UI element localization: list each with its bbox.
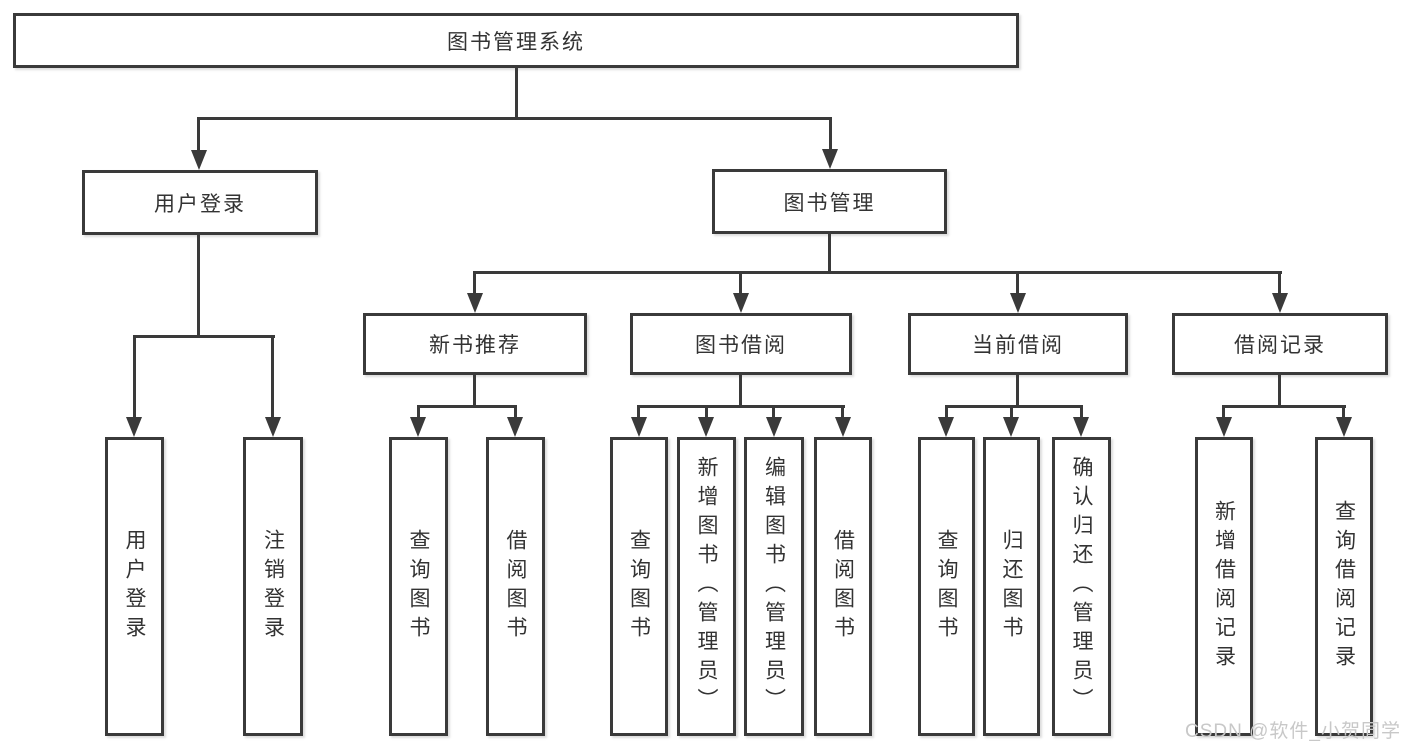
arrow-down-icon xyxy=(822,149,838,169)
arrow-down-icon xyxy=(938,417,954,437)
connector-drop xyxy=(514,405,517,420)
node-book-management: 图书管理 xyxy=(712,169,947,234)
connector-stem xyxy=(1278,373,1281,408)
connector-drop xyxy=(829,117,832,153)
connector-user-login-branch xyxy=(133,335,275,338)
connector-book-mgmt-stem xyxy=(828,232,831,274)
leaf-label: 归还图书 xyxy=(1000,528,1023,645)
connector-drop xyxy=(945,405,948,420)
connector-root-stem xyxy=(515,66,518,120)
node-user-login: 用户登录 xyxy=(82,170,318,235)
leaf-label: 确认归还（管理员） xyxy=(1070,456,1093,717)
node-label: 图书管理系统 xyxy=(447,30,585,54)
leaf-label: 查询图书 xyxy=(407,528,430,645)
leaf-label: 用户登录 xyxy=(123,528,146,645)
connector-drop xyxy=(133,335,136,419)
connector-drop xyxy=(841,405,844,420)
arrow-down-icon xyxy=(733,293,749,313)
connector-drop xyxy=(772,405,775,420)
connector-user-login-stem xyxy=(197,233,200,337)
node-label: 新书推荐 xyxy=(429,334,521,357)
node-book-borrow: 图书借阅 xyxy=(630,313,852,375)
connector-drop xyxy=(1016,271,1019,297)
connector-drop xyxy=(1080,405,1083,420)
leaf-label: 注销登录 xyxy=(261,528,285,645)
connector-drop xyxy=(739,271,742,297)
leaf-label: 新增图书（管理员） xyxy=(695,456,718,717)
leaf-return-book: 归还图书 xyxy=(983,437,1040,736)
node-current-borrow: 当前借阅 xyxy=(908,313,1128,375)
connector-branch xyxy=(417,405,517,408)
arrow-down-icon xyxy=(698,417,714,437)
leaf-query-book-recommend: 查询图书 xyxy=(389,437,448,736)
connector-stem xyxy=(1016,373,1019,408)
arrow-down-icon xyxy=(631,417,647,437)
leaf-label: 借阅图书 xyxy=(831,528,855,645)
arrow-down-icon xyxy=(1336,417,1352,437)
arrow-down-icon xyxy=(835,417,851,437)
watermark-text: CSDN @软件_小贺同学 xyxy=(1185,721,1401,742)
arrow-down-icon xyxy=(507,417,523,437)
connector-branch xyxy=(945,405,1083,408)
leaf-query-borrow-record: 查询借阅记录 xyxy=(1315,437,1373,736)
connector-root-branch xyxy=(197,117,832,120)
node-borrow-record: 借阅记录 xyxy=(1172,313,1388,375)
arrow-down-icon xyxy=(1010,293,1026,313)
leaf-query-book-borrow: 查询图书 xyxy=(610,437,668,736)
leaf-edit-book-admin: 编辑图书（管理员） xyxy=(744,437,804,736)
node-label: 当前借阅 xyxy=(972,334,1064,357)
node-library-management-system: 图书管理系统 xyxy=(13,13,1019,68)
connector-book-mgmt-branch xyxy=(473,271,1282,274)
connector-drop xyxy=(637,405,640,420)
connector-drop xyxy=(1010,405,1013,420)
arrow-down-icon xyxy=(191,150,207,170)
connector-drop xyxy=(1278,271,1281,297)
connector-drop xyxy=(1342,405,1345,420)
leaf-label: 编辑图书（管理员） xyxy=(762,456,786,717)
connector-stem xyxy=(739,373,742,408)
connector-drop xyxy=(473,271,476,297)
leaf-add-book-admin: 新增图书（管理员） xyxy=(677,437,736,736)
connector-branch xyxy=(637,405,845,408)
node-label: 用户登录 xyxy=(154,192,246,216)
leaf-logout: 注销登录 xyxy=(243,437,303,736)
leaf-add-borrow-record: 新增借阅记录 xyxy=(1195,437,1253,736)
arrow-down-icon xyxy=(1272,293,1288,313)
leaf-label: 查询图书 xyxy=(627,528,651,645)
arrow-down-icon xyxy=(766,417,782,437)
arrow-down-icon xyxy=(410,417,426,437)
arrow-down-icon xyxy=(126,417,142,437)
leaf-label: 新增借阅记录 xyxy=(1212,499,1236,674)
leaf-label: 查询借阅记录 xyxy=(1332,499,1356,674)
leaf-label: 借阅图书 xyxy=(504,528,527,645)
connector-drop xyxy=(197,117,200,153)
connector-drop xyxy=(1222,405,1225,420)
connector-stem xyxy=(473,373,476,408)
arrow-down-icon xyxy=(1003,417,1019,437)
connector-branch xyxy=(1223,405,1346,408)
arrow-down-icon xyxy=(1216,417,1232,437)
leaf-user-login: 用户登录 xyxy=(105,437,164,736)
node-label: 借阅记录 xyxy=(1234,334,1326,357)
leaf-borrow-book-recommend: 借阅图书 xyxy=(486,437,545,736)
node-new-book-recommend: 新书推荐 xyxy=(363,313,587,375)
arrow-down-icon xyxy=(1073,417,1089,437)
leaf-query-book-current: 查询图书 xyxy=(918,437,975,736)
leaf-label: 查询图书 xyxy=(935,528,958,645)
arrow-down-icon xyxy=(467,293,483,313)
leaf-borrow-book: 借阅图书 xyxy=(814,437,872,736)
connector-drop xyxy=(271,335,274,419)
connector-drop xyxy=(417,405,420,420)
connector-drop xyxy=(705,405,708,420)
node-label: 图书管理 xyxy=(783,191,876,215)
node-label: 图书借阅 xyxy=(695,334,787,357)
leaf-confirm-return-admin: 确认归还（管理员） xyxy=(1052,437,1111,736)
arrow-down-icon xyxy=(265,417,281,437)
